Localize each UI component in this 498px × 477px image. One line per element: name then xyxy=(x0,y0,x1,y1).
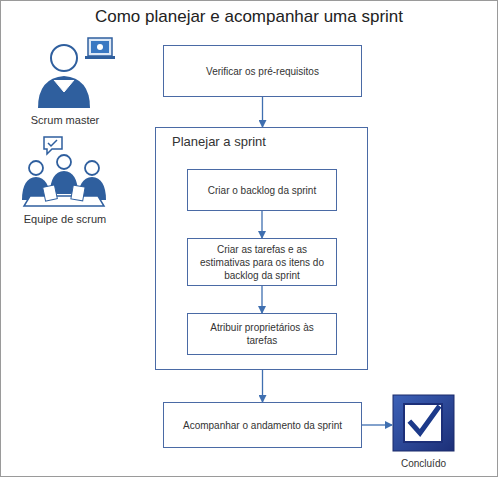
process-text: Acompanhar o andamento da sprint xyxy=(183,419,342,432)
role-label: Scrum master xyxy=(30,114,100,127)
box-text-wrap: Verificar os pré-requisitos xyxy=(206,65,319,78)
scrum-master-icon xyxy=(38,38,115,108)
done-icon xyxy=(392,394,455,452)
box-text-wrap: Criar as tarefas e as estimativas para o… xyxy=(196,243,328,282)
flow-arrow xyxy=(262,97,263,127)
process-text: Criar as tarefas e as estimativas para o… xyxy=(196,243,328,282)
box-text-wrap: Acompanhar o andamento da sprint xyxy=(183,419,342,432)
process-box: Atribuir proprietários às tarefas xyxy=(187,313,337,355)
process-box: Criar as tarefas e as estimativas para o… xyxy=(187,238,337,286)
process-text: Verificar os pré-requisitos xyxy=(206,65,319,78)
end-label: Concluído xyxy=(401,458,446,469)
end-node: Concluído xyxy=(392,394,455,474)
scrum-team-icon xyxy=(22,137,106,206)
process-box: Criar o backlog da sprint xyxy=(187,169,337,211)
process-text: Criar o backlog da sprint xyxy=(208,184,316,197)
flow-arrow xyxy=(262,370,263,402)
flow-arrow xyxy=(362,424,392,425)
box-text-wrap: Atribuir proprietários às tarefas xyxy=(196,321,328,347)
diagram-title: Como planejar e acompanhar uma sprint xyxy=(0,7,498,27)
flow-arrow xyxy=(261,286,262,313)
process-box: Verificar os pré-requisitos xyxy=(163,45,362,97)
group-box: Planejar a sprintCriar o backlog da spri… xyxy=(155,127,368,370)
box-text-wrap: Criar o backlog da sprint xyxy=(208,184,316,197)
process-box: Acompanhar o andamento da sprint xyxy=(163,402,362,448)
role-label: Equipe de scrum xyxy=(15,213,115,226)
flow-arrow xyxy=(261,211,262,238)
group-heading: Planejar a sprint xyxy=(172,134,266,149)
process-text: Atribuir proprietários às tarefas xyxy=(196,321,328,347)
